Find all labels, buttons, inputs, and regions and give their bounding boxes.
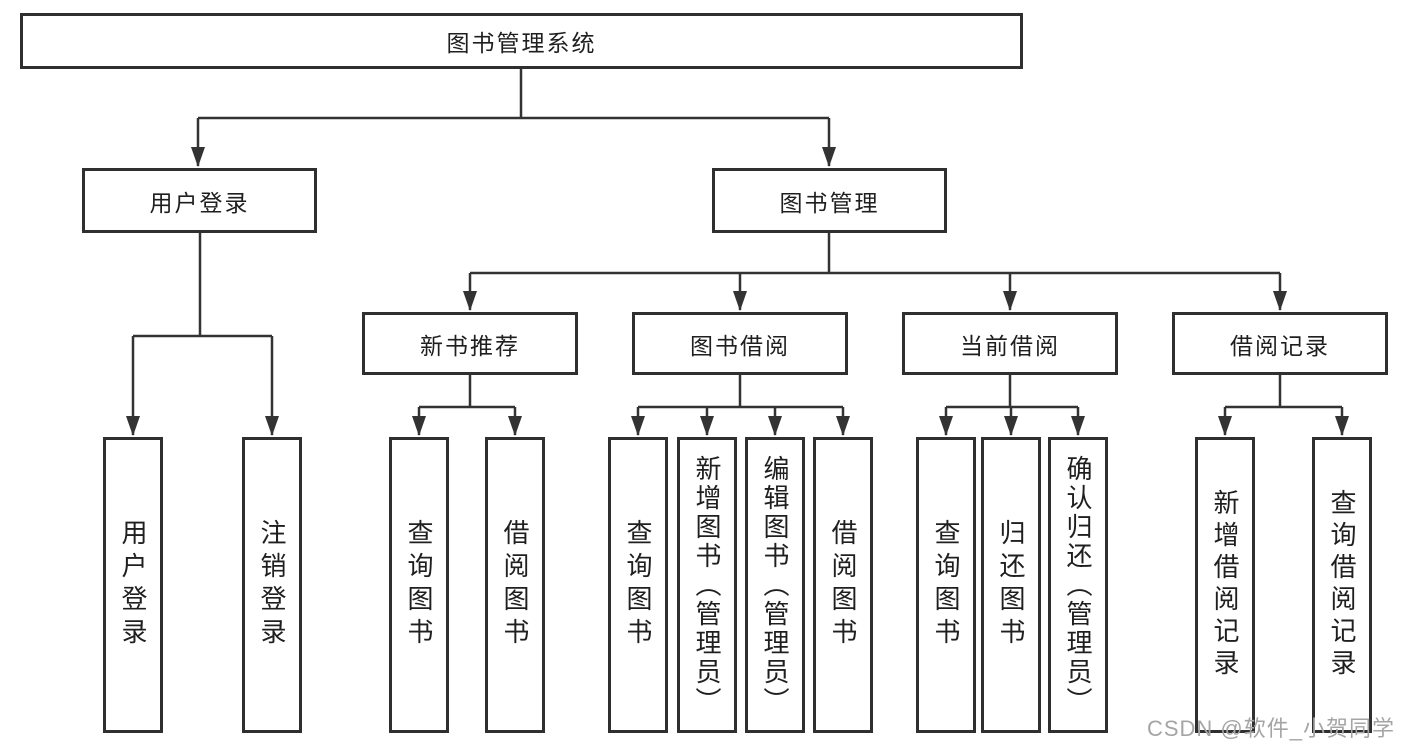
node-leaf-query-borrow-record: 查询借阅记录 <box>1312 437 1372 733</box>
connector-user-login-children <box>126 233 279 436</box>
node-leaf-borrowing-query-books: 查询图书 <box>608 437 668 733</box>
node-book-borrowing-label: 图书借阅 <box>690 332 790 359</box>
node-book-management: 图书管理 <box>712 168 947 233</box>
node-leaf-add-borrow-record: 新增借阅记录 <box>1195 437 1255 733</box>
node-leaf-current-query-books-label: 查询图书 <box>931 519 961 651</box>
csdn-watermark: CSDN @软件_小贺同学 <box>1146 716 1395 741</box>
node-leaf-borrowing-borrow-books: 借阅图书 <box>813 437 873 733</box>
node-book-management-label: 图书管理 <box>779 189 880 216</box>
node-borrowing-records: 借阅记录 <box>1172 312 1388 375</box>
node-leaf-add-borrow-record-label: 新增借阅记录 <box>1210 489 1240 681</box>
node-borrowing-records-label: 借阅记录 <box>1230 332 1330 359</box>
node-leaf-return-books-label: 归还图书 <box>996 519 1026 651</box>
node-leaf-recommend-borrow-books: 借阅图书 <box>485 437 545 733</box>
node-leaf-user-login-label: 用户登录 <box>118 519 148 651</box>
node-book-borrowing: 图书借阅 <box>632 312 848 375</box>
node-leaf-add-books-admin-label: 新增图书（管理员） <box>692 454 722 716</box>
node-current-borrowing: 当前借阅 <box>902 312 1118 375</box>
node-new-book-recommendation: 新书推荐 <box>362 312 578 375</box>
node-root-label: 图书管理系统 <box>446 30 597 56</box>
node-leaf-logout: 注销登录 <box>242 437 302 733</box>
node-new-book-recommendation-label: 新书推荐 <box>420 332 520 359</box>
connector-new-book-children <box>412 375 522 436</box>
connector-book-borrowing-children <box>631 375 850 436</box>
node-leaf-recommend-query-books-label: 查询图书 <box>404 519 434 651</box>
node-leaf-confirm-return-admin-label: 确认归还（管理员） <box>1063 454 1093 716</box>
node-leaf-confirm-return-admin: 确认归还（管理员） <box>1048 437 1108 733</box>
connector-borrowing-records-children <box>1218 375 1349 436</box>
node-root: 图书管理系统 <box>20 13 1023 69</box>
node-leaf-logout-label: 注销登录 <box>257 519 287 651</box>
node-user-login-label: 用户登录 <box>149 189 250 216</box>
connector-current-borrowing-children <box>939 375 1085 436</box>
connector-root-to-level2 <box>191 69 836 167</box>
node-leaf-borrowing-query-books-label: 查询图书 <box>623 519 653 651</box>
node-leaf-query-borrow-record-label: 查询借阅记录 <box>1327 489 1357 681</box>
node-leaf-edit-books-admin: 编辑图书（管理员） <box>745 437 805 733</box>
node-user-login: 用户登录 <box>82 168 317 233</box>
node-leaf-recommend-borrow-books-label: 借阅图书 <box>500 519 530 651</box>
node-current-borrowing-label: 当前借阅 <box>960 332 1060 359</box>
node-leaf-current-query-books: 查询图书 <box>916 437 976 733</box>
node-leaf-recommend-query-books: 查询图书 <box>389 437 449 733</box>
node-leaf-borrowing-borrow-books-label: 借阅图书 <box>828 519 858 651</box>
node-leaf-add-books-admin: 新增图书（管理员） <box>677 437 737 733</box>
node-leaf-return-books: 归还图书 <box>981 437 1041 733</box>
node-leaf-edit-books-admin-label: 编辑图书（管理员） <box>760 454 790 716</box>
node-leaf-user-login: 用户登录 <box>103 437 163 733</box>
connector-book-management-children <box>463 233 1287 311</box>
